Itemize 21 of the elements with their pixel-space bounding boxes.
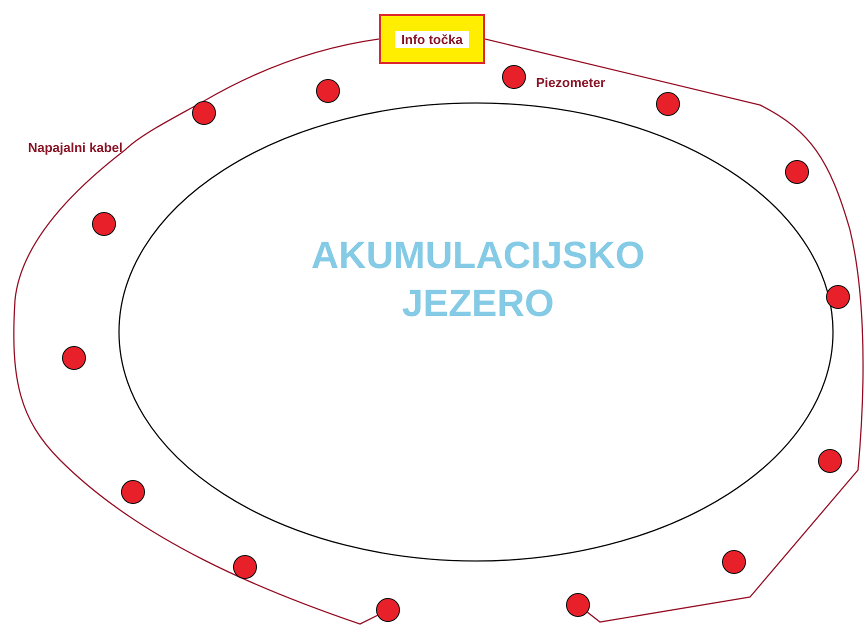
- piezometer-dot: [121, 480, 145, 504]
- piezometer-dot: [192, 101, 216, 125]
- power-cable-line: [13, 38, 380, 625]
- piezometer-dot: [785, 160, 809, 184]
- info-point-label: Info točka: [395, 30, 469, 48]
- piezometer-dot: [818, 449, 842, 473]
- piezometer-dot: [826, 285, 850, 309]
- piezometer-dot: [316, 79, 340, 103]
- piezometer-dot: [722, 550, 746, 574]
- reservoir-title: AKUMULACIJSKO JEZERO: [310, 234, 646, 327]
- piezometer-label: Piezometer: [536, 75, 606, 90]
- piezometer-dot: [92, 212, 116, 236]
- piezometer-dot: [233, 555, 257, 579]
- piezometer-dot: [62, 346, 86, 370]
- piezometer-dot: [656, 92, 680, 116]
- info-point-box: [379, 14, 485, 64]
- piezometer-dot: [376, 598, 400, 622]
- power-cable-line: [484, 38, 864, 623]
- piezometer-dot: [502, 65, 526, 89]
- piezometer-dot: [566, 593, 590, 617]
- cable-label: Napajalni kabel: [28, 140, 123, 155]
